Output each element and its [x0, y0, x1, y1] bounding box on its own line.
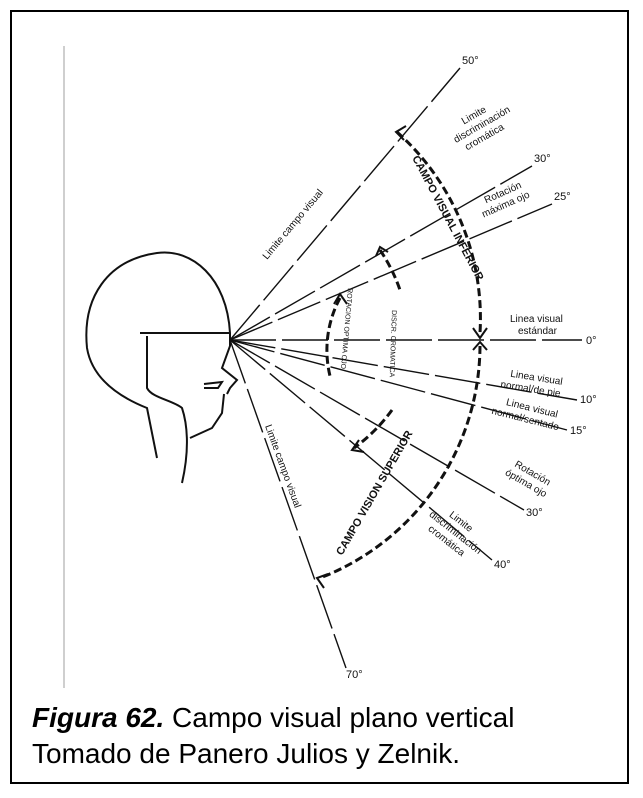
label-linea-visual-estandar-2: estándar	[518, 326, 558, 337]
arc-labels: CAMPO VISUAL INFERIOR CAMPO VISION SUPER…	[334, 154, 485, 558]
label-linea-visual-estandar: Linea visual estándar	[510, 314, 563, 337]
label-rotacion-optima-ojo: ROTACION OPTIMA OJO	[339, 288, 353, 370]
label-linea-visual-estandar-1: Linea visual	[510, 314, 563, 325]
angle-0: 0°	[586, 335, 597, 347]
label-limite-discriminacion-upper: Limite discriminación cromática	[446, 94, 518, 156]
angle-50: 50°	[462, 55, 479, 67]
label-campo-vision-superior: CAMPO VISION SUPERIOR	[334, 429, 415, 558]
angle-15: 15°	[570, 425, 587, 437]
arc-discr-cromatica-lower	[354, 410, 392, 448]
label-rotacion-optima: Rotación óptima ojo	[503, 457, 555, 500]
angle-25: 25°	[554, 191, 571, 203]
angle-40: 40°	[494, 559, 511, 571]
angle-10: 10°	[580, 394, 597, 406]
caption-title: Campo visual plano vertical	[172, 702, 514, 733]
angle-30-lower: 30°	[526, 507, 543, 519]
sight-lines	[230, 68, 582, 668]
label-linea-visual-pie: Linea visual normal/de pie	[500, 367, 564, 399]
line-50-upper	[230, 68, 460, 340]
angle-70: 70°	[346, 669, 363, 681]
caption-label: Figura 62.	[32, 702, 164, 733]
label-rotacion-maxima: Rotación máxima ojo	[475, 178, 531, 220]
label-limite-discriminacion-lower: Limite discriminación cromática	[419, 500, 490, 567]
vertical-visual-field-diagram: 50° 30° 25° 0° 10° 15° 30° 40° 70° Limit…	[62, 28, 622, 693]
arc-rotacion-optima	[327, 298, 340, 376]
label-campo-visual-inferior: CAMPO VISUAL INFERIOR	[409, 154, 485, 283]
head-profile	[86, 252, 237, 483]
label-discr-cromatica: DISCR. CROMATICA	[388, 310, 397, 378]
caption-line-2: Tomado de Panero Julios y Zelnik.	[32, 736, 622, 772]
angle-30-upper: 30°	[534, 153, 551, 165]
figure-caption: Figura 62. Campo visual plano vertical T…	[32, 700, 622, 772]
arc-campo-visual-inferior	[397, 132, 480, 333]
label-limite-campo-visual-upper: Limite campo visual	[261, 188, 326, 262]
label-linea-visual-sentado: Linea visual normal/sentado	[490, 394, 563, 433]
caption-line-1: Figura 62. Campo visual plano vertical	[32, 700, 622, 736]
label-limite-campo-visual-lower: Limite campo visual	[262, 423, 302, 509]
line-labels: Limite campo visual Limite discriminació…	[261, 94, 564, 566]
